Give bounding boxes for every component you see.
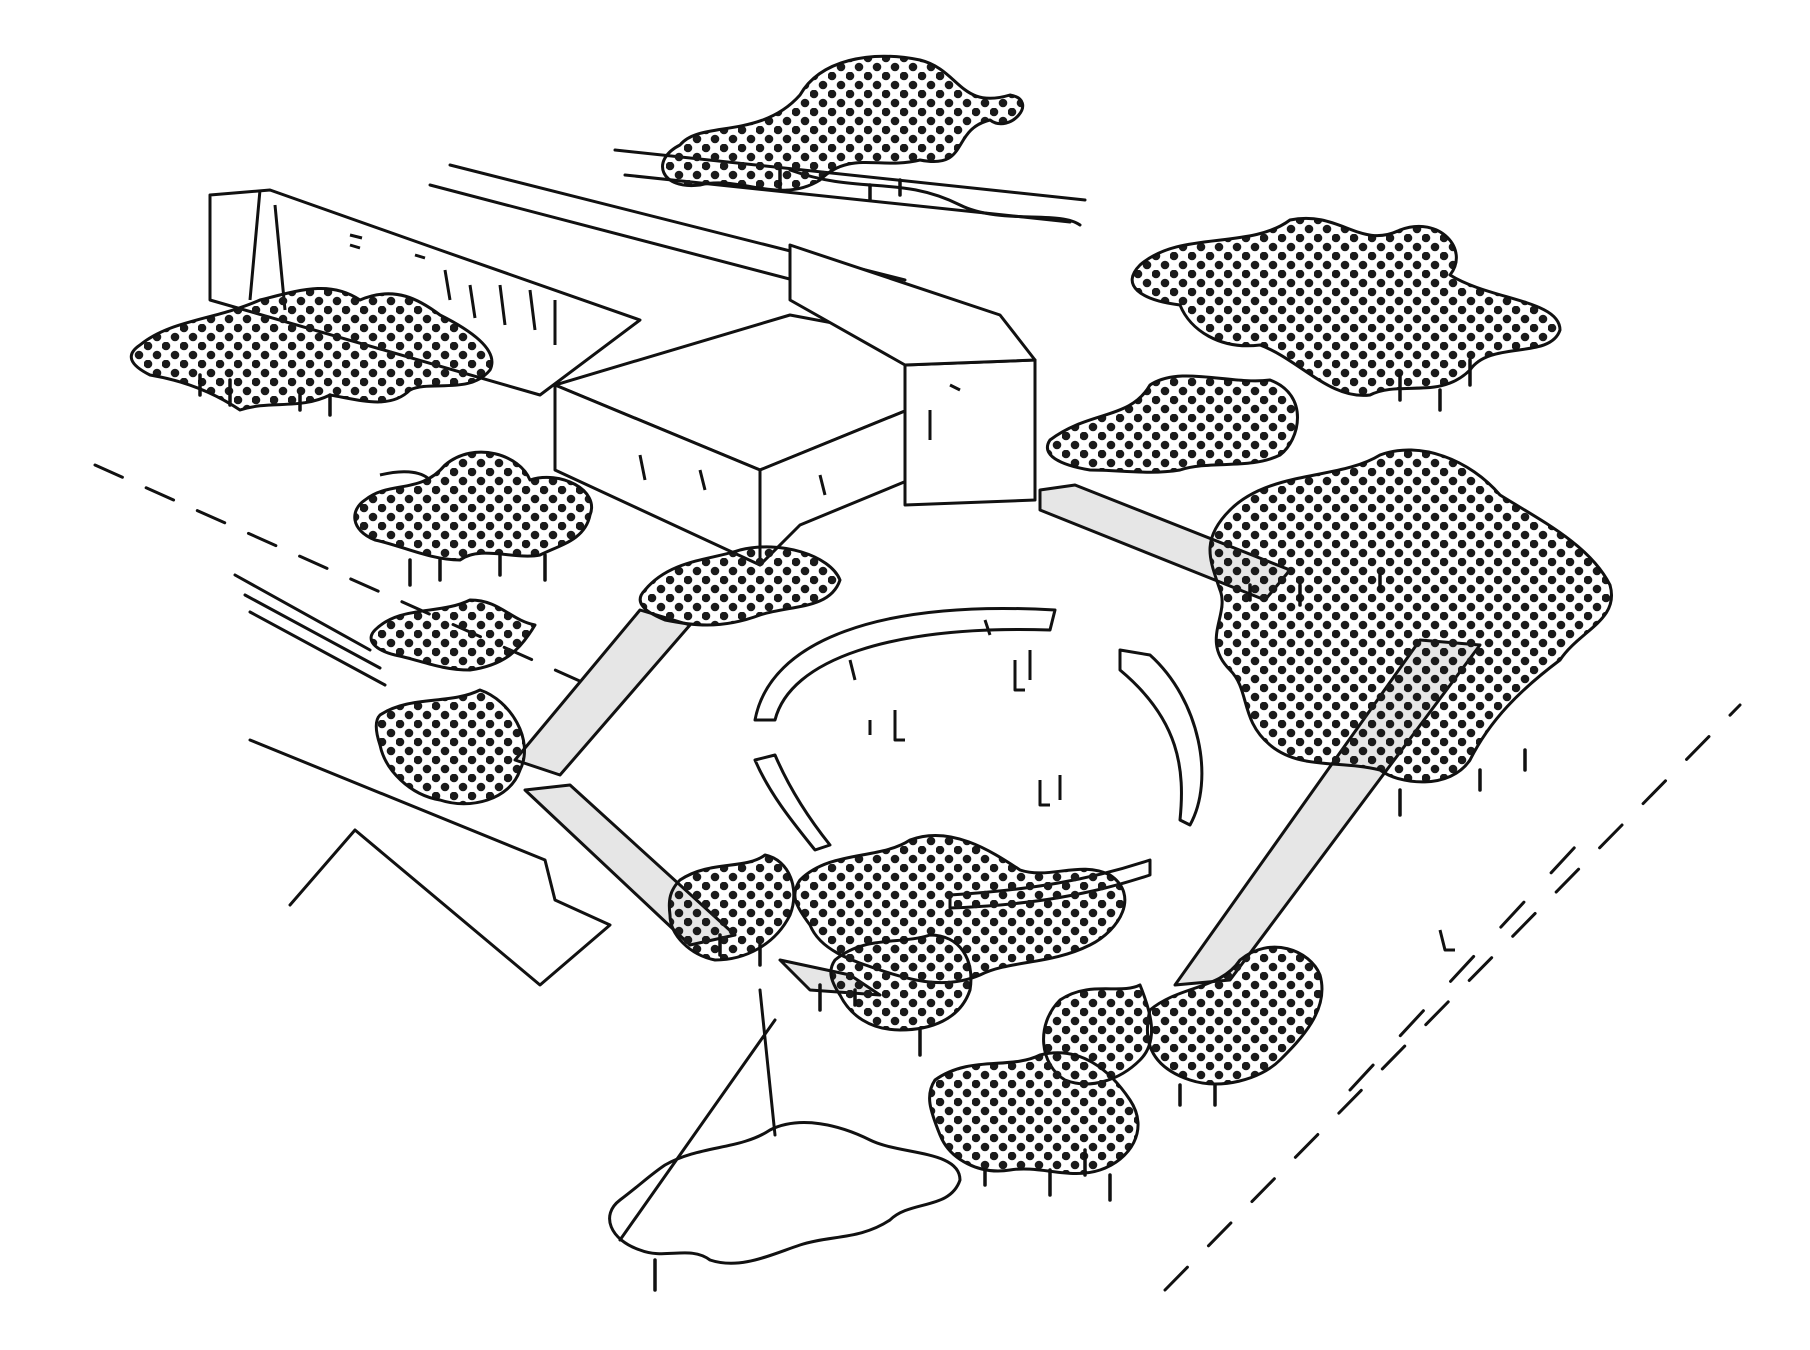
tree-canopy-east-large: [1208, 448, 1614, 784]
tree-canopy-east-lower: [1145, 945, 1324, 1086]
tree-canopy-east-upper: [1046, 374, 1299, 474]
tree-trunks: [198, 168, 1527, 1292]
tree-canopy-center-left: [638, 545, 842, 627]
tree-canopy-south-left: [667, 853, 796, 962]
tree-canopy-outlines: [379, 470, 962, 1265]
bench-arc-east: [1118, 648, 1204, 827]
dashed-street-edge-east: [1163, 703, 1742, 1292]
top-stream-line: [788, 168, 1082, 227]
tree-canopy-southwest-corner: [829, 933, 973, 1032]
plaza-edge-south: [618, 988, 777, 1242]
tree-canopy-west-3: [374, 688, 526, 806]
buildings: [208, 188, 1037, 567]
bench-arc-west: [753, 753, 832, 852]
tree-canopy-outline-left: [379, 470, 432, 482]
sidewalk-block-southwest: [248, 738, 612, 987]
tree-canopies: [129, 54, 1614, 1175]
building-tower-top: [788, 243, 1037, 367]
tree-canopy-top: [661, 54, 1025, 192]
tree-canopy-outline-bottom: [608, 1121, 962, 1265]
tree-canopy-west-2: [369, 598, 537, 672]
west-wall: [233, 573, 387, 687]
tree-canopy-building-left: [129, 287, 494, 412]
building-north-west-edge: [248, 189, 287, 311]
tree-canopy-west-1: [353, 450, 594, 562]
people-marks: [848, 619, 1455, 952]
dashed-street-edge-east-inner: [1348, 818, 1602, 1092]
path-west: [513, 608, 692, 777]
building-tower: [903, 358, 1037, 507]
bench-arc-north: [753, 606, 1057, 722]
dashed-street-edge-west: [93, 463, 602, 692]
building-window-marks: [349, 233, 961, 496]
building-north-west: [208, 188, 642, 397]
tree-canopy-northeast: [1130, 216, 1562, 397]
tree-canopy-south-bottom: [928, 1051, 1140, 1175]
